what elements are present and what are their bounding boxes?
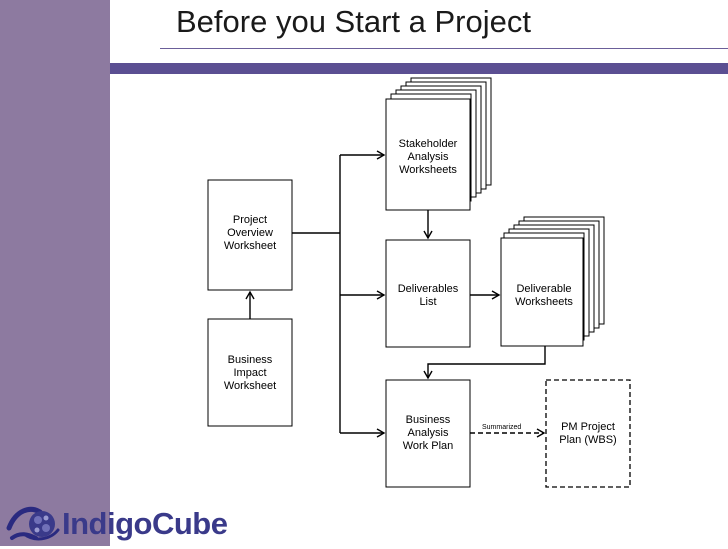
business-analysis-box (385, 379, 471, 488)
title-underline (160, 48, 728, 49)
deliverable-sheet-stack (500, 216, 605, 347)
slide-title: Before you Start a Project (176, 4, 531, 39)
logo-text: IndigoCube (62, 506, 228, 541)
stakeholder-sheet-stack (385, 77, 492, 211)
header-bar (110, 63, 728, 74)
indigocube-logo-icon (6, 506, 60, 541)
edge-worksheets-to-analysis (423, 346, 546, 380)
deliverable-worksheets-label: Deliverable Worksheets (515, 283, 573, 308)
project-overview-label: Project Overview Worksheet (223, 214, 277, 252)
indigocube-logo: IndigoCube (6, 504, 246, 544)
summarized-label: Summarized (482, 424, 522, 431)
business-analysis-label: Business Analysis Work Plan (402, 414, 454, 452)
left-decorative-band (0, 0, 110, 546)
business-impact-label: Business Impact Worksheet (223, 354, 277, 392)
stakeholder-label: Stakeholder Analysis Worksheets (398, 138, 458, 176)
deliverables-list-box (385, 239, 471, 348)
deliverables-list-label: Deliverables List (397, 283, 459, 308)
connectors (245, 150, 546, 438)
project-overview-box (207, 179, 293, 291)
pm-project-plan-box (545, 379, 631, 488)
pm-project-plan-label: PM Project Plan (WBS) (559, 421, 617, 446)
business-impact-box (207, 318, 293, 427)
